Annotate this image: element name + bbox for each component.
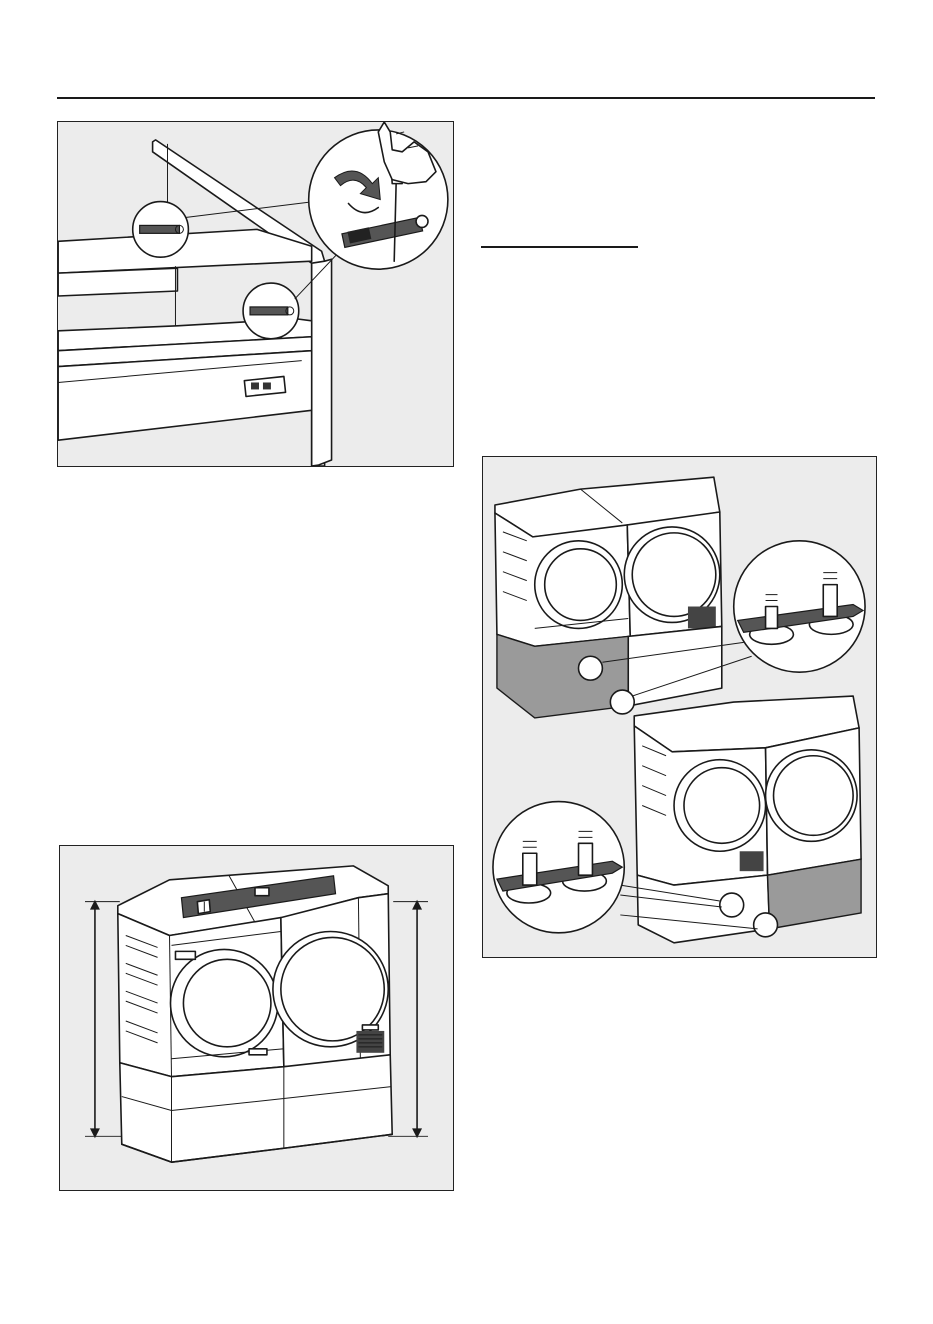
- header-rule: [57, 97, 875, 99]
- foot-spanner-figure: [482, 456, 877, 958]
- drawer-adjustment-illustration: [58, 122, 453, 466]
- spirit-level-figure: [59, 845, 454, 1191]
- foot-spanner-illustration: [483, 457, 876, 957]
- section-heading-underline: [481, 246, 638, 248]
- drawer-adjustment-figure: [57, 121, 454, 467]
- spirit-level-illustration: [60, 846, 453, 1190]
